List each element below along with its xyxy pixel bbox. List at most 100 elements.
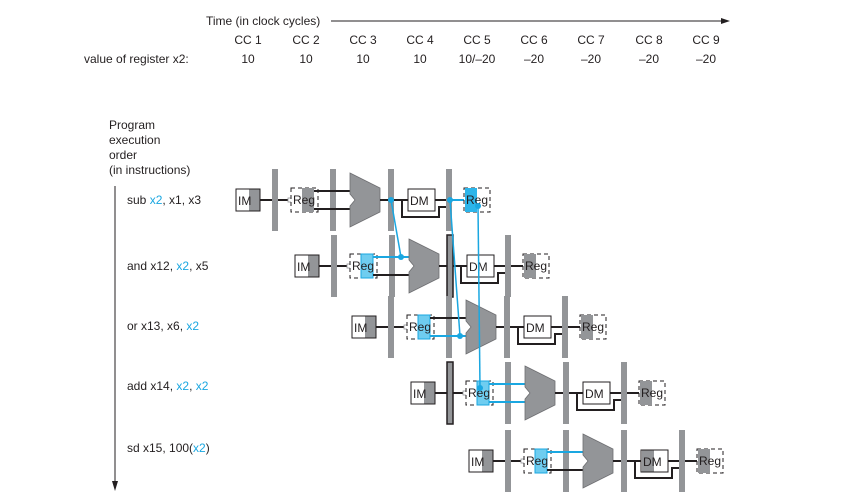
register-writeback-shade: [640, 381, 652, 405]
dependent-register: x2: [149, 193, 163, 207]
clock-cycle-label: CC 7: [577, 33, 605, 47]
instruction-memory-label: IM: [413, 387, 426, 401]
instruction-memory-shade: [308, 255, 319, 277]
instruction-memory-shade: [424, 382, 435, 404]
pipeline-register-bar: [562, 296, 568, 358]
instruction-memory-shade: [365, 316, 376, 338]
instruction-text: or x13, x6,: [127, 319, 187, 333]
clock-cycle-label: CC 6: [520, 33, 548, 47]
clock-cycle-label: CC 2: [292, 33, 320, 47]
register-writeback-shade: [524, 254, 536, 278]
register-file-label: Reg: [409, 320, 431, 334]
dm-bypass-wire: [576, 393, 621, 411]
register-value: –20: [580, 52, 602, 66]
dm-bypass-wire: [460, 266, 505, 284]
instruction-text: sd x15, 100(: [127, 441, 194, 455]
forward-regfile-to-add: [477, 205, 481, 389]
instruction-memory-shade: [249, 189, 260, 211]
instruction-text: and x12,: [127, 259, 177, 273]
pipeline-register-bar: [389, 235, 395, 297]
instruction-text: sub: [127, 193, 150, 207]
alu-shape: [349, 172, 381, 228]
forwarding-junction: [398, 254, 404, 260]
pipeline-register-bar: [621, 362, 627, 424]
register-value: 10: [241, 52, 255, 66]
register-file-read-shade: [360, 253, 374, 279]
register-writeback-label: Reg: [641, 386, 663, 400]
pipeline-register-bar: [272, 169, 278, 231]
register-value: 10: [356, 52, 370, 66]
instruction-label: sd x15, 100(x2): [127, 441, 210, 455]
register-writeback-shade: [581, 315, 593, 339]
register-writeback-shade: [698, 449, 710, 473]
pipeline-register-bar: [331, 235, 337, 297]
dependent-register: x2: [176, 379, 190, 393]
alu-shape: [524, 365, 556, 421]
instruction-label: and x12, x2, x5: [127, 259, 208, 273]
register-writeback-shade: [465, 188, 477, 212]
time-axis-arrowhead: [721, 18, 730, 24]
register-file-read-shade: [302, 188, 314, 212]
dependent-register: x2: [176, 259, 190, 273]
dependent-register: x2: [193, 441, 206, 455]
register-value: –20: [638, 52, 660, 66]
pipeline-register-bar: [563, 430, 569, 492]
pipeline-register-bar: [446, 296, 452, 358]
instruction-text: , x1, x3: [162, 193, 202, 207]
instruction-text: , x5: [189, 259, 209, 273]
pipeline-register-bar: [505, 362, 511, 424]
pipeline-register-bar: [505, 235, 511, 297]
instruction-text: ,: [189, 379, 196, 393]
instruction-memory-shade: [482, 450, 493, 472]
data-memory-label: DM: [410, 194, 429, 208]
clock-cycle-label: CC 3: [349, 33, 377, 47]
time-axis-label: Time (in clock cycles): [206, 14, 321, 28]
instruction-memory-label: IM: [471, 455, 484, 469]
forwarding-junction: [477, 385, 483, 391]
pipeline-register-bar: [446, 361, 454, 425]
data-memory-shade: [642, 450, 654, 472]
dependent-register: x2: [195, 379, 209, 393]
data-memory-label: DM: [643, 455, 662, 469]
register-writeback-label: Reg: [699, 454, 721, 468]
register-file-read-shade: [534, 448, 548, 474]
program-order-label-2: execution: [109, 133, 161, 147]
dm-bypass-wire: [634, 461, 679, 479]
register-writeback-label: Reg: [525, 259, 547, 273]
forwarding-junction: [457, 333, 463, 339]
register-value: 10: [413, 52, 427, 66]
register-file-label: Reg: [352, 259, 374, 273]
pipeline-register-bar: [621, 430, 627, 492]
register-file-read-shade: [417, 314, 431, 340]
register-file-label: Reg: [293, 193, 315, 207]
clock-cycle-label: CC 8: [635, 33, 663, 47]
pipeline-register-bar: [679, 430, 685, 492]
pipeline-register-bar: [388, 296, 394, 358]
instruction-text: ): [205, 441, 210, 455]
clock-cycle-label: CC 5: [463, 33, 491, 47]
program-order-label-3: order: [109, 148, 138, 162]
pipeline-register-bar: [446, 234, 454, 298]
dm-bypass-wire: [517, 327, 562, 345]
register-writeback-label: Reg: [582, 320, 604, 334]
register-value: –20: [695, 52, 717, 66]
program-order-label-4: (in instructions): [109, 163, 191, 177]
alu-shape: [582, 433, 614, 489]
register-writeback-label: Reg: [466, 193, 488, 207]
register-file-label: Reg: [468, 386, 490, 400]
clock-cycle-label: CC 1: [234, 33, 262, 47]
forward-exmem-to-and: [390, 199, 402, 258]
instruction-label: sub x2, x1, x3: [127, 193, 201, 207]
program-order-label-1: Program: [109, 118, 156, 132]
pipeline-register-bar: [330, 169, 336, 231]
instruction-memory-label: IM: [297, 260, 310, 274]
program-order-arrowhead: [112, 481, 118, 491]
dm-bypass-wire: [401, 200, 446, 218]
dependent-register: x2: [186, 319, 200, 333]
alu-shape: [408, 238, 440, 294]
pipeline-register-bar: [505, 430, 511, 492]
